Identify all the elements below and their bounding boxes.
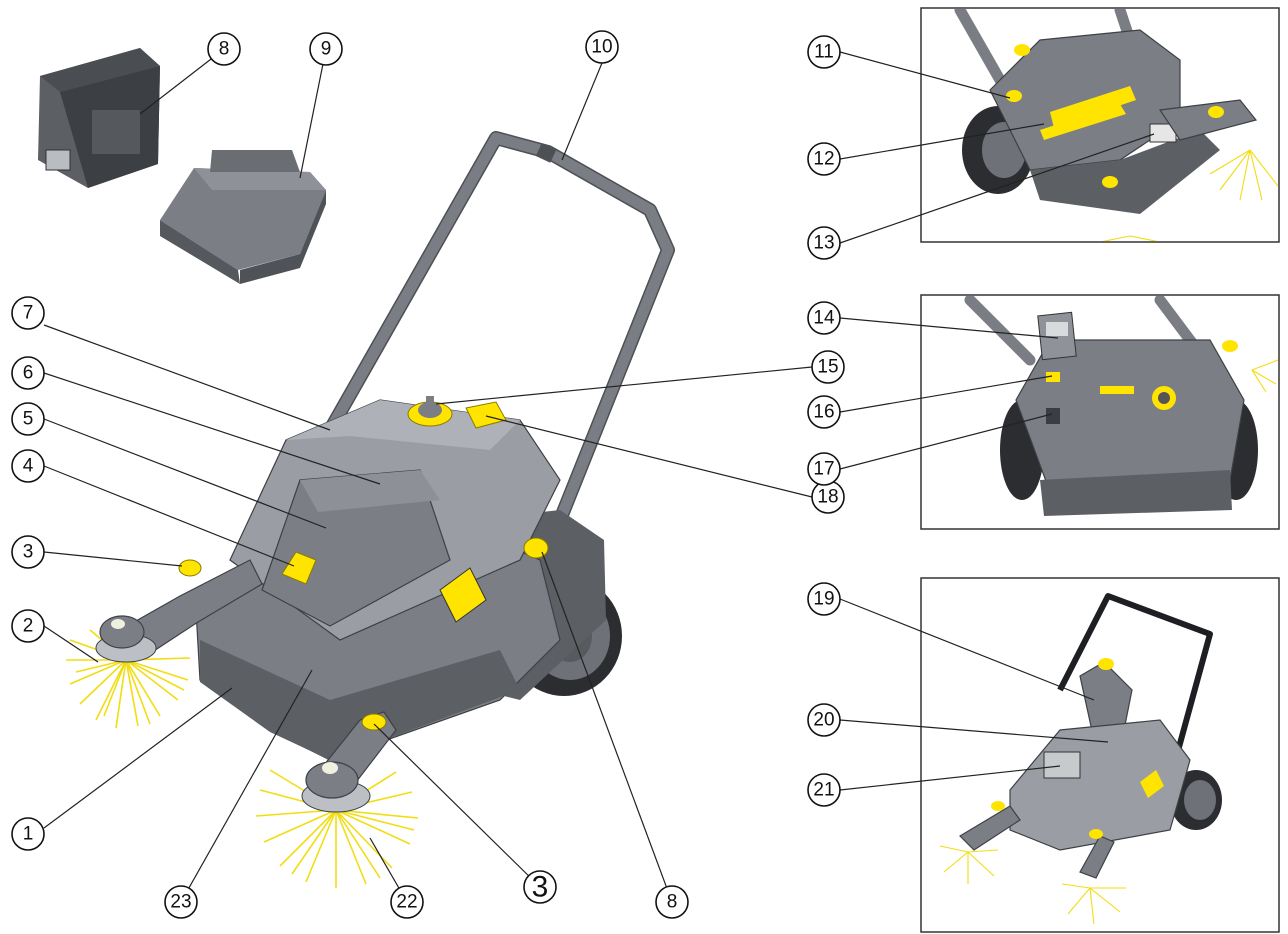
callout-label: 13 bbox=[813, 233, 834, 254]
inset-lifted-lid-view bbox=[920, 577, 1280, 933]
callout-label: 17 bbox=[813, 459, 834, 480]
callout-label: 11 bbox=[814, 42, 834, 63]
callout-label: 8 bbox=[667, 892, 678, 913]
callout-23: 23 bbox=[164, 885, 198, 919]
callout-label: 15 bbox=[817, 357, 838, 378]
callout-label: 10 bbox=[591, 37, 612, 58]
callout-label: 9 bbox=[321, 39, 332, 60]
callout-10: 10 bbox=[585, 30, 619, 64]
callout-label: 14 bbox=[813, 308, 835, 329]
callout-label: 5 bbox=[23, 409, 34, 430]
leader-lines bbox=[43, 48, 1155, 903]
callout-20: 20 bbox=[807, 703, 841, 737]
callout-5: 5 bbox=[11, 402, 45, 436]
callout-label: 23 bbox=[170, 892, 191, 913]
callout-label: 2 bbox=[23, 616, 34, 637]
callout-label: 1 bbox=[23, 824, 34, 845]
callout-8-handle: 8 bbox=[655, 885, 689, 919]
battery-illustration bbox=[38, 48, 160, 188]
callout-9: 9 bbox=[309, 32, 343, 66]
callout-13: 13 bbox=[807, 226, 841, 260]
callout-6: 6 bbox=[11, 356, 45, 390]
callout-label: 16 bbox=[813, 402, 834, 423]
callout-14: 14 bbox=[807, 301, 841, 335]
inset-rear-controls-view bbox=[920, 294, 1280, 530]
callout-label: 6 bbox=[23, 363, 34, 384]
callout-label: 19 bbox=[813, 589, 834, 610]
callout-17: 17 bbox=[807, 452, 841, 486]
callout-21: 21 bbox=[807, 773, 841, 807]
callout-19: 19 bbox=[807, 582, 841, 616]
front-side-brush bbox=[255, 761, 419, 888]
callout-label: 18 bbox=[817, 487, 838, 508]
callout-2: 2 bbox=[11, 609, 45, 643]
inset-top-filter-view bbox=[920, 7, 1280, 243]
callout-label: 20 bbox=[813, 710, 834, 731]
callout-label: 12 bbox=[813, 149, 834, 170]
callout-22: 22 bbox=[390, 885, 424, 919]
charger-illustration bbox=[160, 150, 326, 284]
callout-3-small: 3 bbox=[11, 535, 45, 569]
left-side-brush bbox=[66, 615, 191, 729]
callout-label: 7 bbox=[23, 303, 34, 324]
callout-8-battery: 8 bbox=[207, 32, 241, 66]
callout-16: 16 bbox=[807, 395, 841, 429]
callout-4: 4 bbox=[11, 449, 45, 483]
callout-label: 3 bbox=[23, 542, 34, 563]
callout-7: 7 bbox=[11, 296, 45, 330]
callout-label: 8 bbox=[219, 39, 230, 60]
callout-1: 1 bbox=[11, 817, 45, 851]
callout-label: 21 bbox=[813, 780, 834, 801]
callout-11: 11 bbox=[807, 35, 841, 69]
callout-12: 12 bbox=[807, 142, 841, 176]
callout-label: 22 bbox=[396, 892, 417, 913]
callout-15: 15 bbox=[811, 350, 845, 384]
callout-3-large: 3 bbox=[523, 870, 557, 904]
callout-label: 3 bbox=[532, 871, 549, 904]
sweeper-main-illustration bbox=[66, 131, 675, 888]
callout-18: 18 bbox=[811, 480, 845, 514]
callout-label: 4 bbox=[23, 456, 34, 477]
